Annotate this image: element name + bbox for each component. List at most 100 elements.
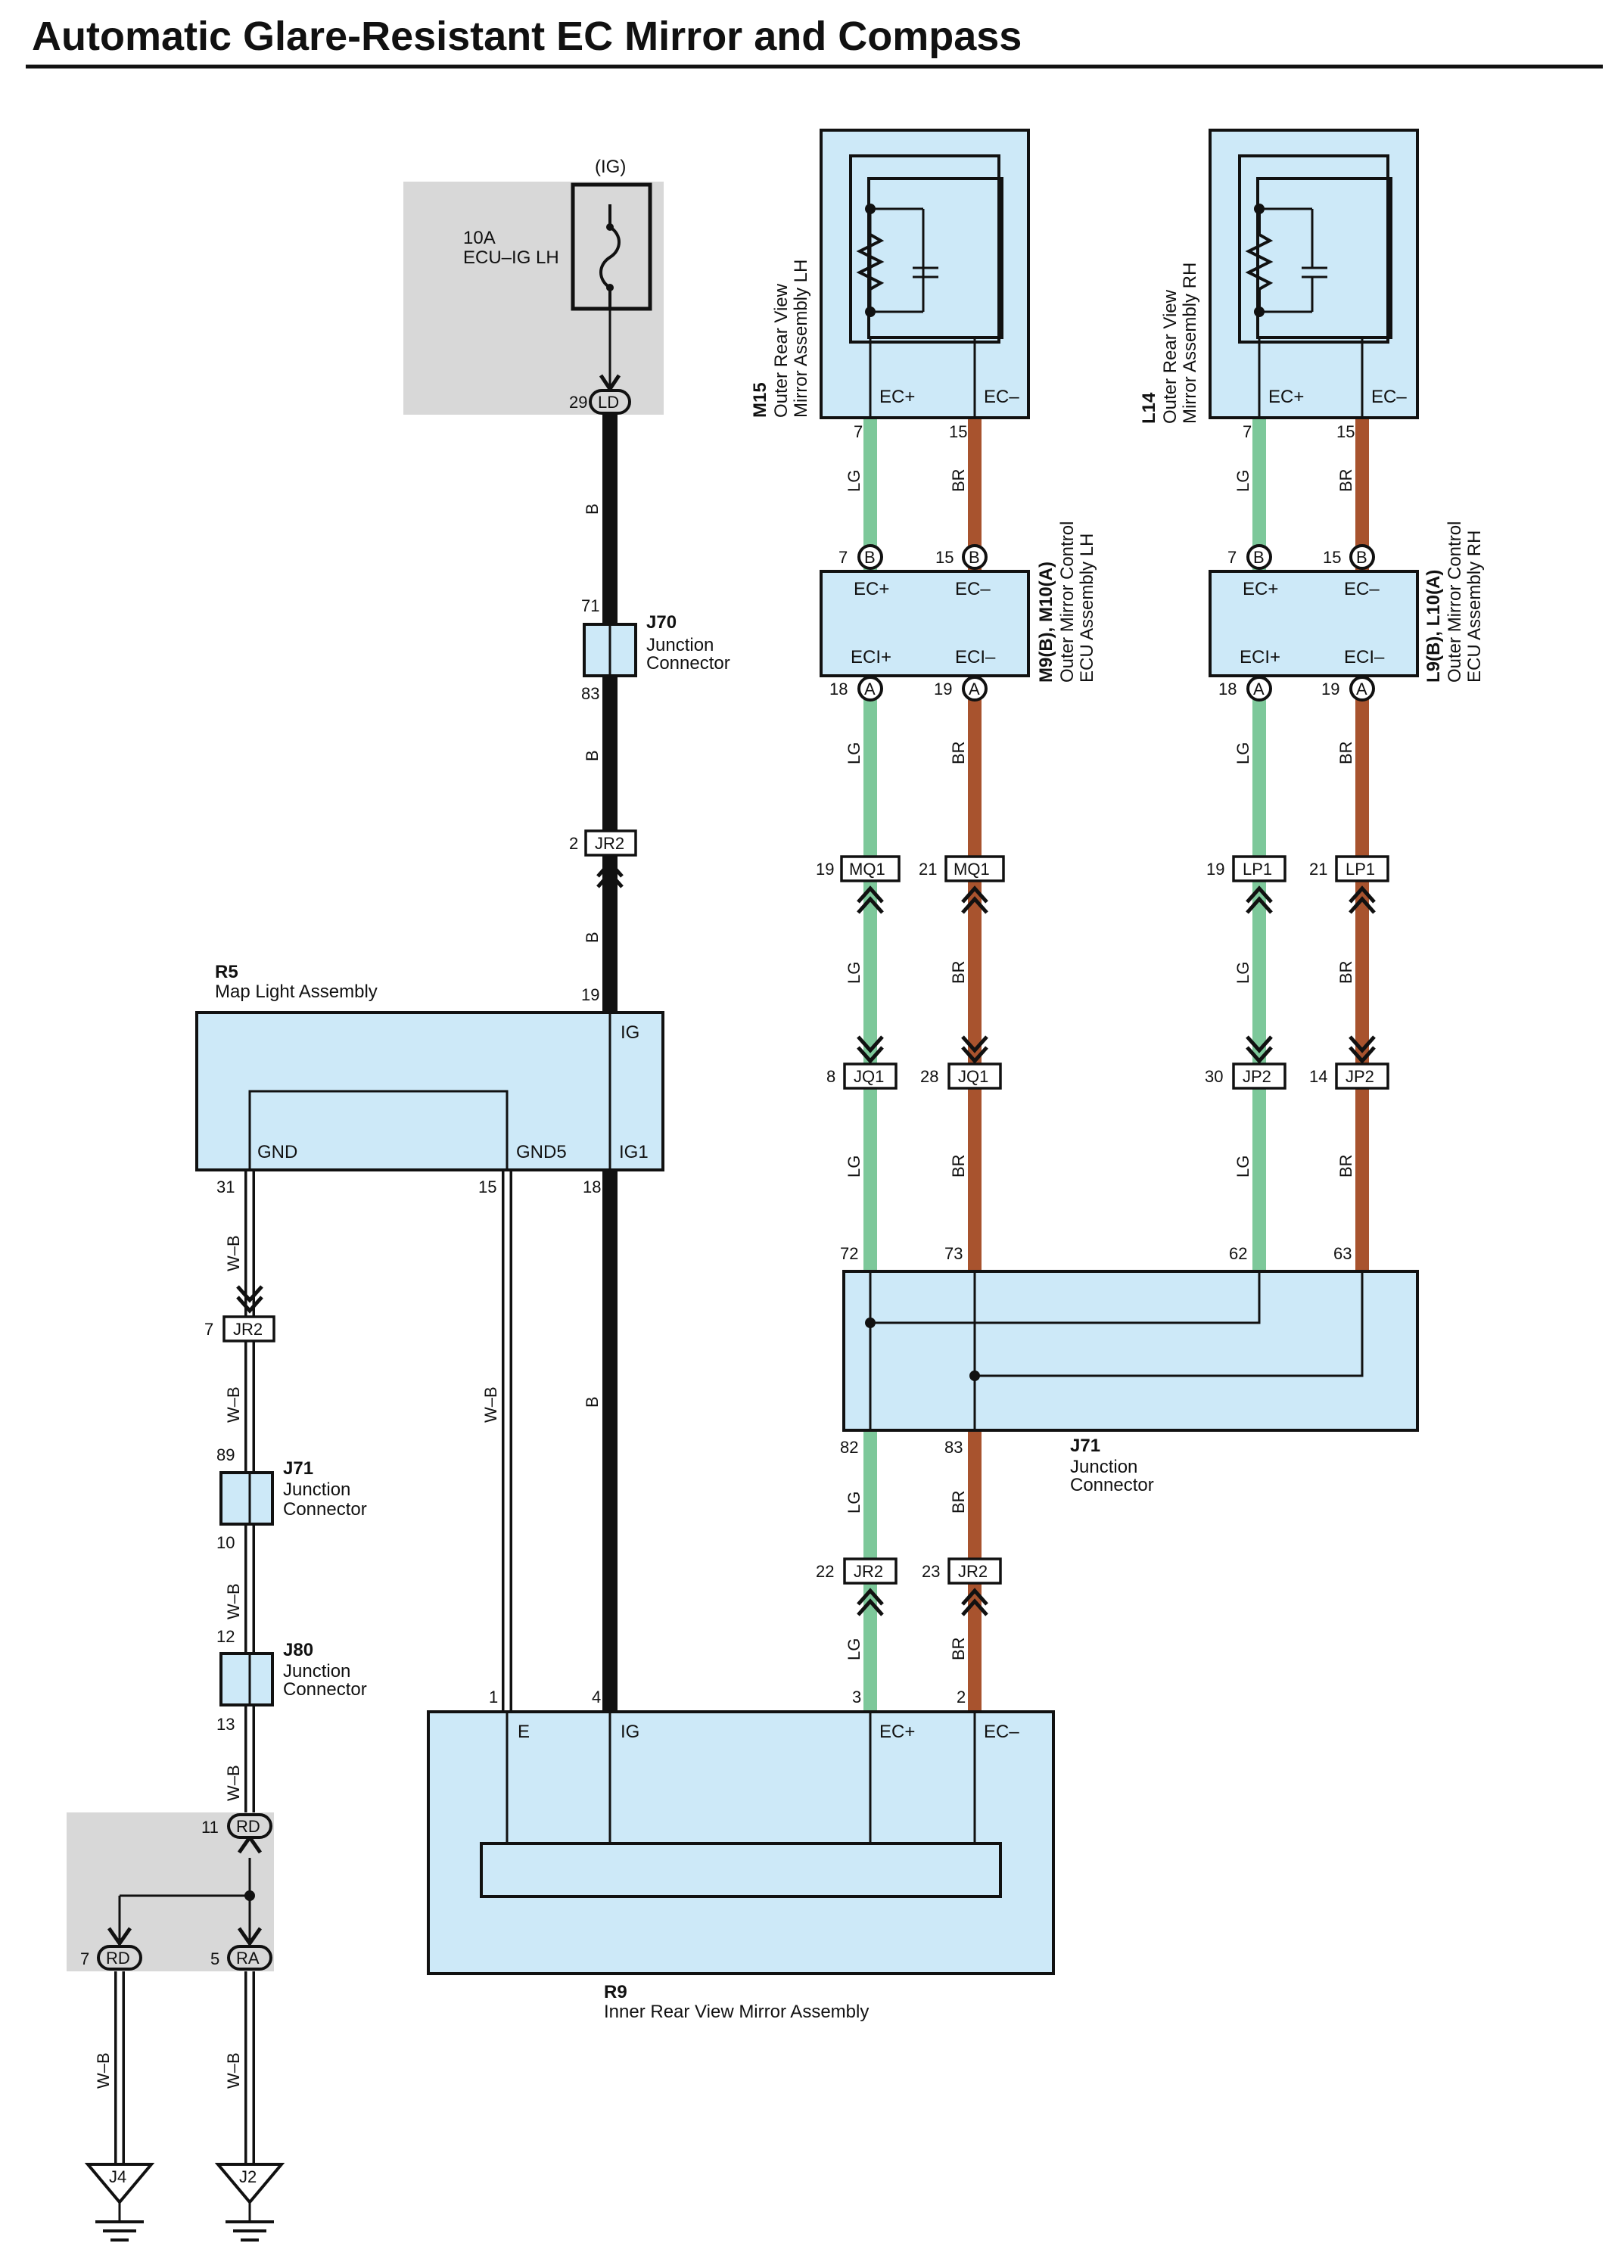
svg-text:7: 7 — [1243, 422, 1252, 441]
svg-text:BR: BR — [1336, 960, 1355, 984]
svg-text:BR: BR — [1336, 468, 1355, 492]
svg-text:W–B: W–B — [94, 2052, 113, 2089]
ground-icon — [226, 2220, 274, 2242]
svg-text:Connector: Connector — [283, 1679, 367, 1700]
svg-text:B: B — [583, 1396, 602, 1408]
svg-text:JQ1: JQ1 — [958, 1067, 988, 1086]
svg-text:ECU–IG LH: ECU–IG LH — [463, 247, 559, 268]
svg-text:EC+: EC+ — [1243, 579, 1278, 599]
svg-text:2: 2 — [957, 1688, 966, 1706]
svg-text:J70: J70 — [646, 612, 677, 633]
svg-text:ECU Assembly RH: ECU Assembly RH — [1464, 530, 1485, 683]
svg-text:J2: J2 — [239, 2167, 257, 2186]
svg-text:10: 10 — [216, 1533, 235, 1552]
svg-text:7: 7 — [80, 1949, 89, 1968]
svg-text:23: 23 — [922, 1562, 940, 1581]
svg-text:15: 15 — [935, 548, 954, 567]
svg-text:Outer Rear View: Outer Rear View — [1160, 289, 1181, 424]
svg-text:3: 3 — [852, 1688, 861, 1706]
m15-outer-mirror-lh: EC+ EC– 7 15 M15 Outer Rear View Mirror … — [750, 129, 1030, 441]
svg-text:18: 18 — [1218, 680, 1237, 698]
svg-text:BR: BR — [949, 1637, 968, 1660]
svg-text:B: B — [969, 548, 980, 567]
resistor-icon — [856, 233, 885, 291]
svg-text:28: 28 — [920, 1067, 938, 1086]
page-title: Automatic Glare-Resistant EC Mirror and … — [32, 14, 1022, 59]
svg-text:ECI–: ECI– — [1344, 647, 1385, 667]
connector-mq1-lg: 19 MQ1 — [816, 855, 901, 914]
ground-icon — [95, 2220, 144, 2242]
svg-text:15: 15 — [1323, 548, 1341, 567]
svg-text:J80: J80 — [283, 1640, 313, 1660]
svg-text:LD: LD — [598, 393, 619, 412]
j80-junction: 12 13 J80 Junction Connector — [216, 1627, 367, 1734]
svg-text:5: 5 — [210, 1949, 219, 1968]
svg-text:72: 72 — [840, 1244, 858, 1263]
svg-text:EC–: EC– — [984, 1722, 1019, 1742]
ground-junction-area — [67, 1812, 274, 1971]
svg-text:RA: RA — [236, 1949, 260, 1968]
svg-text:30: 30 — [1205, 1067, 1223, 1086]
svg-text:73: 73 — [944, 1244, 963, 1263]
svg-text:19: 19 — [816, 860, 834, 879]
ecu-lh: EC+ EC– ECI+ ECI– 7 B 15 B 18 A 19 A M9(… — [820, 521, 1097, 702]
connector-jr2-b: 2 JR2 — [569, 829, 637, 888]
svg-text:IG: IG — [621, 1722, 639, 1742]
svg-text:21: 21 — [1309, 860, 1327, 879]
svg-text:W–B: W–B — [224, 1386, 243, 1423]
svg-text:BR: BR — [1336, 1154, 1355, 1178]
svg-text:ECI+: ECI+ — [1240, 647, 1280, 667]
svg-text:LG: LG — [845, 1156, 863, 1178]
svg-text:W–B: W–B — [224, 1235, 243, 1271]
svg-text:8: 8 — [826, 1067, 835, 1086]
svg-text:31: 31 — [216, 1178, 235, 1196]
svg-text:JQ1: JQ1 — [854, 1067, 884, 1086]
svg-text:R5: R5 — [215, 962, 238, 982]
svg-text:19: 19 — [1206, 860, 1224, 879]
svg-text:(IG): (IG) — [595, 157, 626, 177]
svg-text:LG: LG — [845, 470, 863, 492]
connector-jr2-br: 23 JR2 — [922, 1557, 1002, 1616]
svg-text:Connector: Connector — [283, 1499, 367, 1520]
svg-text:RD: RD — [236, 1817, 260, 1836]
svg-text:EC–: EC– — [1371, 387, 1407, 407]
svg-text:Mirror Assembly RH: Mirror Assembly RH — [1180, 263, 1200, 424]
svg-text:B: B — [864, 548, 876, 567]
connector-lp1-br: 21 LP1 — [1309, 855, 1389, 914]
svg-text:LG: LG — [845, 962, 863, 984]
svg-text:18: 18 — [829, 680, 848, 698]
j71-left-junction: 89 10 J71 Junction Connector — [216, 1445, 367, 1552]
svg-text:LG: LG — [1234, 962, 1252, 984]
svg-text:JR2: JR2 — [958, 1562, 988, 1581]
svg-text:EC–: EC– — [984, 387, 1019, 407]
fuse-icon — [599, 204, 621, 309]
svg-text:EC+: EC+ — [879, 387, 915, 407]
svg-text:JR2: JR2 — [233, 1320, 263, 1339]
svg-text:LG: LG — [1234, 1156, 1252, 1178]
svg-text:B: B — [583, 750, 602, 761]
fuse-block: (IG) 10A ECU–IG LH 29 LD — [463, 157, 652, 415]
svg-text:Outer Mirror Control: Outer Mirror Control — [1057, 521, 1078, 683]
svg-text:BR: BR — [949, 1154, 968, 1178]
connector-ld — [589, 389, 631, 415]
connector-rd-top: 11 RD — [201, 1813, 272, 1839]
svg-text:ECU Assembly LH: ECU Assembly LH — [1077, 534, 1097, 683]
connector-mq1-br: 21 MQ1 — [919, 855, 1005, 914]
svg-text:JP2: JP2 — [1346, 1067, 1374, 1086]
ground-j2: J2 — [214, 2163, 285, 2242]
connector-jq1-br: 28 JQ1 — [920, 1035, 1002, 1090]
svg-text:11: 11 — [201, 1818, 219, 1837]
svg-text:ECI–: ECI– — [955, 647, 996, 667]
svg-text:W–B: W–B — [224, 1583, 243, 1619]
svg-text:LG: LG — [845, 1492, 863, 1514]
svg-text:W–B: W–B — [481, 1386, 500, 1423]
svg-text:JR2: JR2 — [854, 1562, 883, 1581]
svg-text:L9(B), L10(A): L9(B), L10(A) — [1423, 570, 1444, 683]
connector-jp2-br: 14 JP2 — [1309, 1035, 1389, 1090]
svg-text:E: E — [518, 1722, 530, 1742]
svg-text:B: B — [583, 932, 602, 943]
svg-text:J4: J4 — [109, 2167, 126, 2186]
svg-text:A: A — [969, 680, 980, 698]
svg-text:B: B — [583, 503, 602, 515]
